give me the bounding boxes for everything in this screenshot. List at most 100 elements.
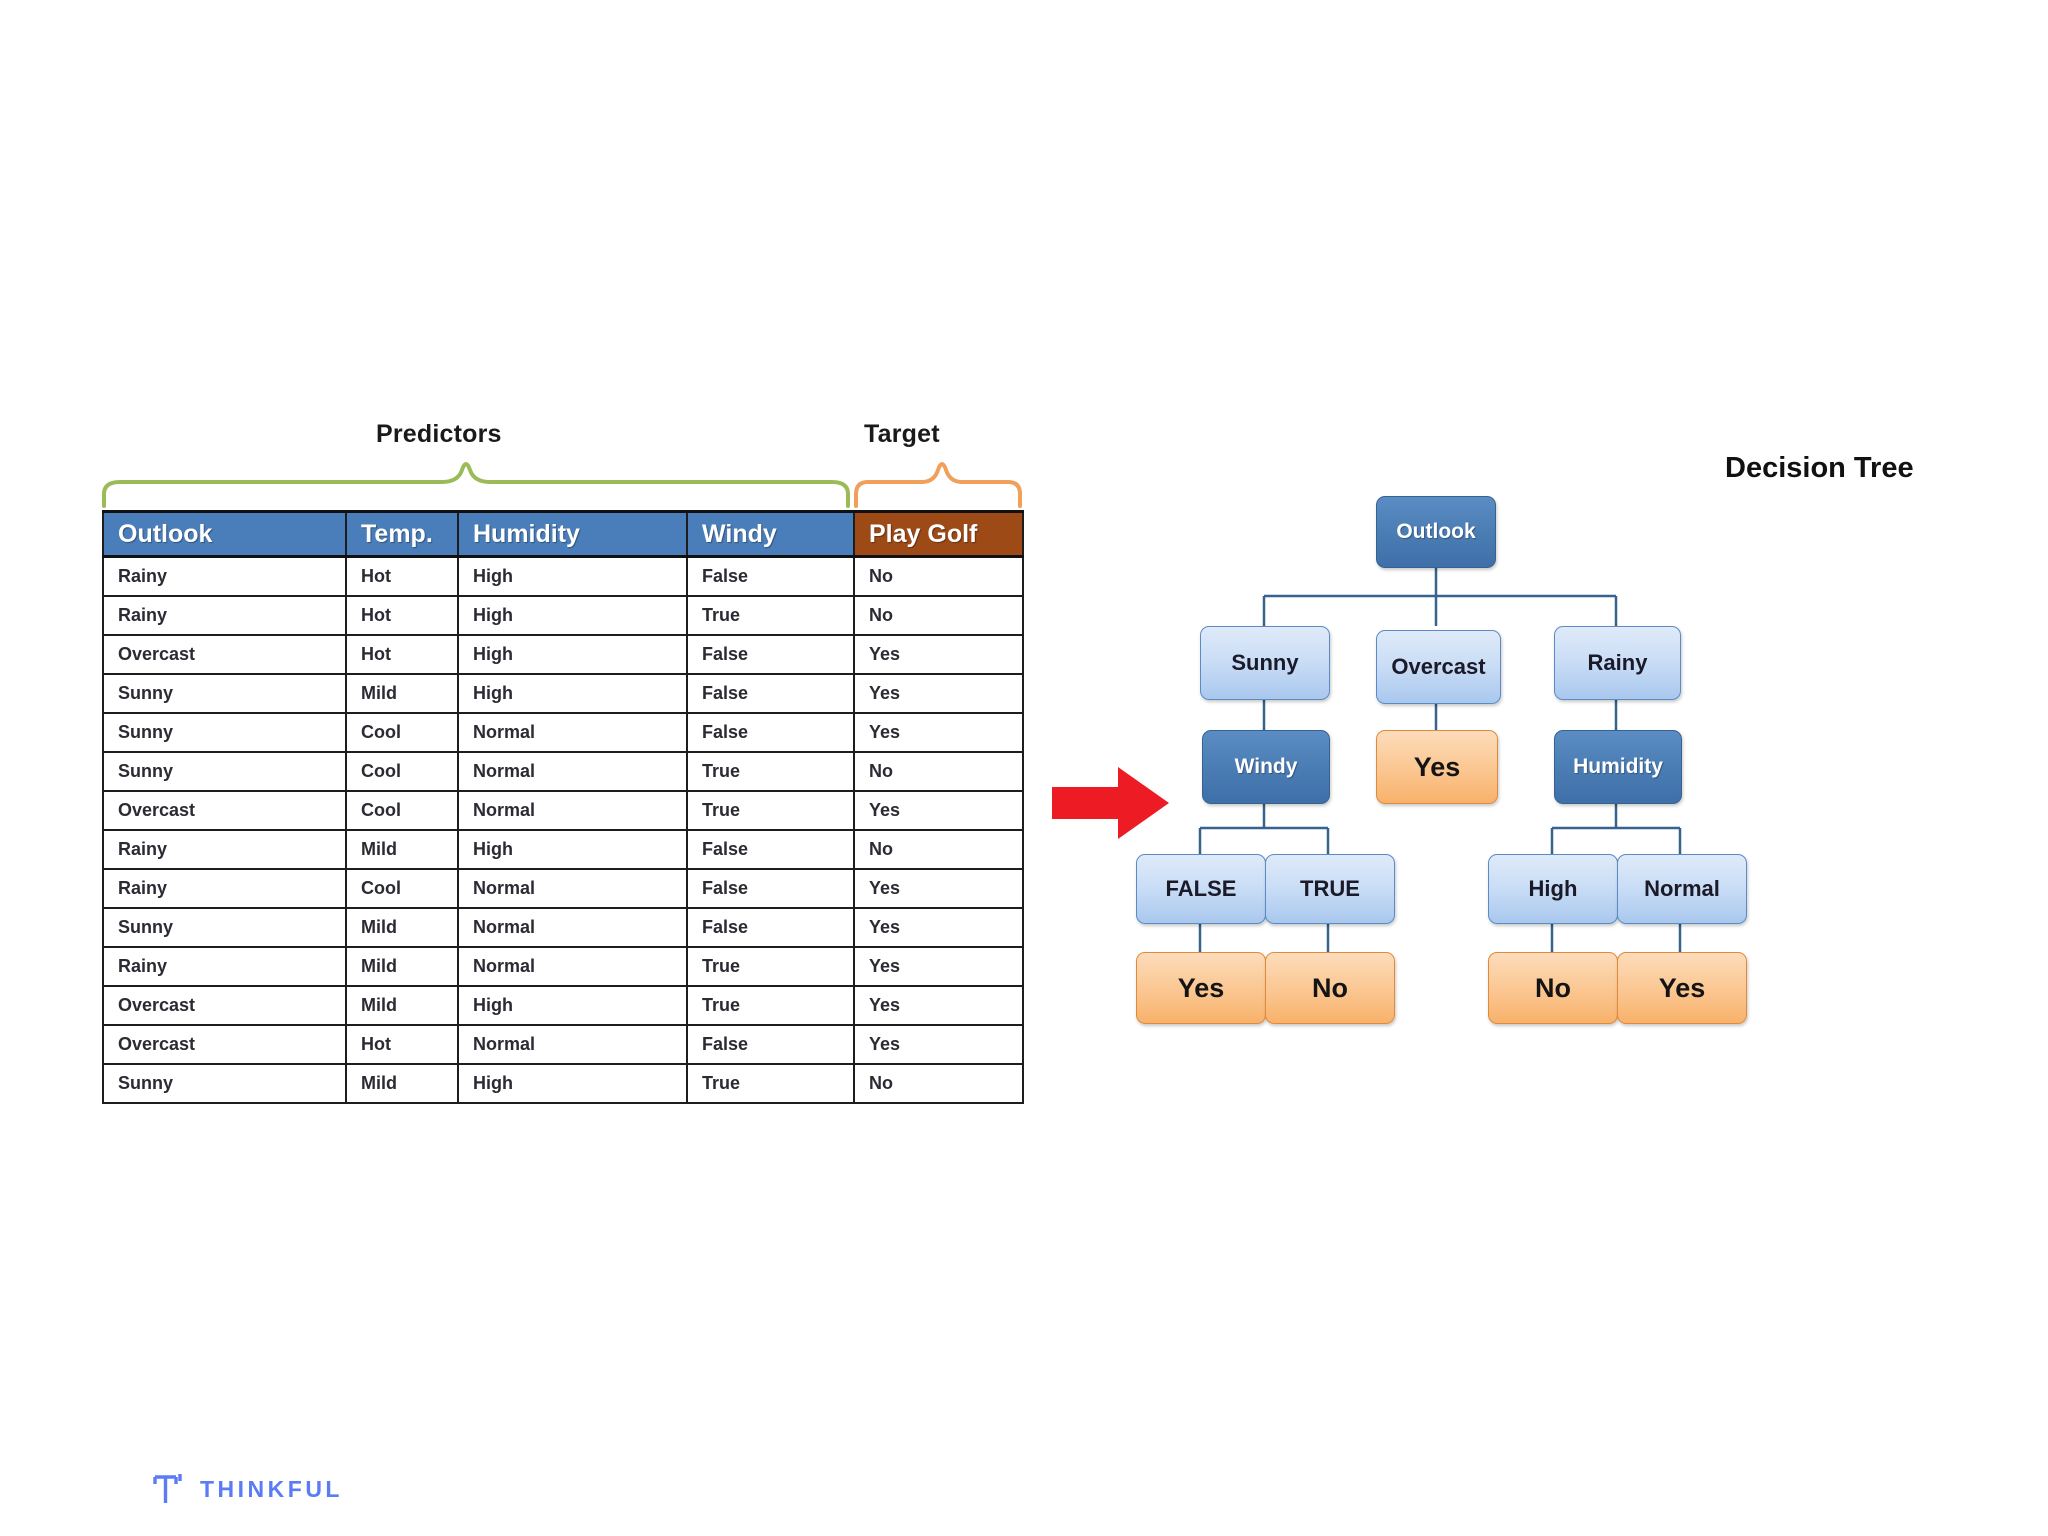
tree-node-label: Overcast	[1391, 654, 1486, 679]
thinkful-t-mark-icon	[153, 1474, 182, 1503]
tree-node-label: Rainy	[1587, 650, 1648, 675]
cell-humidity: Normal	[457, 712, 688, 753]
tree-connector-lines	[1198, 568, 1682, 952]
tree-node-label: High	[1528, 876, 1578, 901]
tree-node-label: Outlook	[1396, 520, 1476, 543]
column-header-windy[interactable]: Windy	[686, 510, 855, 558]
tree-leaf-humidity-high-no[interactable]: No	[1488, 952, 1618, 1024]
cell-play-golf: Yes	[853, 946, 1024, 987]
cell-play-golf: Yes	[853, 712, 1024, 753]
tree-node-humidity-normal[interactable]: Normal	[1617, 854, 1747, 924]
cell-windy: False	[686, 712, 855, 753]
golf-dataset-table: Outlook Temp. Humidity Windy Play Golf R…	[102, 510, 1024, 1104]
cell-play-golf: Yes	[853, 868, 1024, 909]
tree-leaf-windy-false-yes[interactable]: Yes	[1136, 952, 1266, 1024]
cell-play-golf: No	[853, 555, 1024, 597]
tree-node-humidity-high[interactable]: High	[1488, 854, 1618, 924]
cell-humidity: Normal	[457, 751, 688, 792]
tree-leaf-windy-true-no[interactable]: No	[1265, 952, 1395, 1024]
cell-temp: Mild	[345, 946, 459, 987]
cell-windy: True	[686, 790, 855, 831]
cell-temp: Mild	[345, 1063, 459, 1104]
cell-humidity: High	[457, 673, 688, 714]
cell-play-golf: Yes	[853, 790, 1024, 831]
cell-humidity: High	[457, 555, 688, 597]
cell-windy: False	[686, 673, 855, 714]
cell-humidity: High	[457, 634, 688, 675]
cell-humidity: Normal	[457, 1024, 688, 1065]
cell-windy: False	[686, 1024, 855, 1065]
cell-play-golf: No	[853, 751, 1024, 792]
cell-windy: False	[686, 868, 855, 909]
tree-node-label: Yes	[1658, 972, 1706, 1003]
tree-node-label: No	[1535, 972, 1571, 1003]
cell-temp: Hot	[345, 634, 459, 675]
column-header-play-golf[interactable]: Play Golf	[853, 510, 1024, 558]
cell-temp: Cool	[345, 712, 459, 753]
cell-humidity: Normal	[457, 907, 688, 948]
tree-node-label: Sunny	[1231, 650, 1299, 675]
tree-node-windy-true[interactable]: TRUE	[1265, 854, 1395, 924]
target-brace-icon	[854, 462, 1022, 508]
cell-humidity: High	[457, 1063, 688, 1104]
tree-node-label: No	[1312, 972, 1348, 1003]
cell-outlook: Overcast	[102, 790, 347, 831]
tree-node-label: Yes	[1177, 972, 1225, 1003]
table-group-braces: Predictors Target	[102, 420, 1022, 510]
thinkful-wordmark: THINKFUL	[200, 1475, 343, 1502]
tree-node-windy-false[interactable]: FALSE	[1136, 854, 1266, 924]
cell-windy: True	[686, 751, 855, 792]
cell-play-golf: No	[853, 1063, 1024, 1104]
cell-windy: False	[686, 555, 855, 597]
cell-temp: Cool	[345, 790, 459, 831]
tree-node-windy[interactable]: Windy	[1202, 730, 1330, 804]
cell-play-golf: Yes	[853, 907, 1024, 948]
cell-windy: False	[686, 907, 855, 948]
cell-play-golf: No	[853, 829, 1024, 870]
tree-node-humidity[interactable]: Humidity	[1554, 730, 1682, 804]
cell-humidity: High	[457, 829, 688, 870]
cell-outlook: Rainy	[102, 868, 347, 909]
tree-node-outlook[interactable]: Outlook	[1376, 496, 1496, 568]
cell-windy: True	[686, 946, 855, 987]
cell-windy: False	[686, 829, 855, 870]
tree-leaf-humidity-normal-yes[interactable]: Yes	[1617, 952, 1747, 1024]
tree-node-label: Normal	[1644, 876, 1720, 901]
table-header-row: Outlook Temp. Humidity Windy Play Golf	[102, 510, 1024, 558]
tree-node-overcast[interactable]: Overcast	[1376, 630, 1501, 704]
tree-node-label: FALSE	[1165, 876, 1237, 901]
cell-humidity: Normal	[457, 868, 688, 909]
cell-play-golf: Yes	[853, 673, 1024, 714]
tree-node-sunny[interactable]: Sunny	[1200, 626, 1330, 700]
column-header-temp[interactable]: Temp.	[345, 510, 459, 558]
cell-humidity: High	[457, 595, 688, 636]
cell-outlook: Sunny	[102, 907, 347, 948]
tree-leaf-overcast-yes[interactable]: Yes	[1376, 730, 1498, 804]
cell-temp: Mild	[345, 907, 459, 948]
thinkful-logo: THINKFUL	[152, 1472, 343, 1506]
column-header-humidity[interactable]: Humidity	[457, 510, 688, 558]
tree-node-label: TRUE	[1300, 876, 1360, 901]
tree-node-rainy[interactable]: Rainy	[1554, 626, 1681, 700]
cell-windy: False	[686, 634, 855, 675]
predictors-group-label: Predictors	[376, 420, 502, 448]
cell-outlook: Overcast	[102, 985, 347, 1026]
cell-temp: Mild	[345, 985, 459, 1026]
column-header-outlook[interactable]: Outlook	[102, 510, 347, 558]
cell-outlook: Sunny	[102, 751, 347, 792]
cell-outlook: Rainy	[102, 555, 347, 597]
right-arrow-icon	[1052, 767, 1169, 839]
